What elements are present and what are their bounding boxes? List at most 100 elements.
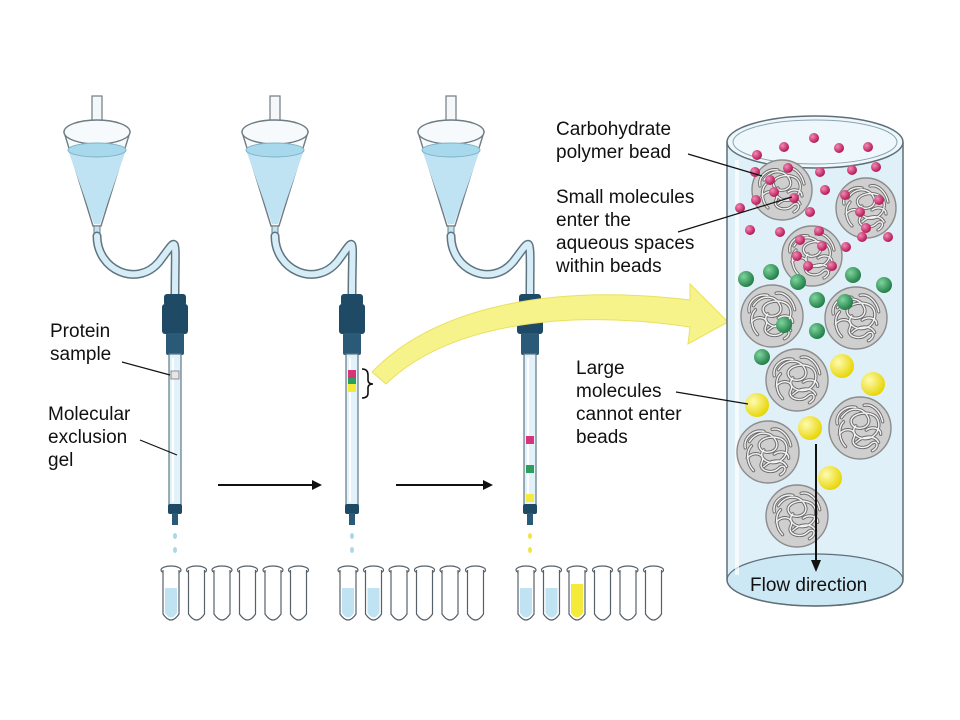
stage-1 [63, 95, 310, 621]
collection-tube [515, 565, 537, 621]
label-line: gel [48, 450, 74, 471]
collection-tube [617, 565, 639, 621]
collection-tube [236, 565, 259, 621]
tubing [94, 233, 179, 299]
collection-tube [566, 565, 588, 621]
funnel-liquid [246, 150, 304, 224]
collection-tube [642, 565, 665, 621]
tube-body [466, 570, 485, 621]
small-molecule [809, 133, 819, 143]
label-line: Protein [50, 321, 111, 342]
collection-tube [439, 565, 461, 621]
label-line: polymer bead [556, 142, 672, 163]
leader-small-molecules [677, 196, 793, 233]
collection-tube [185, 565, 208, 621]
small-molecule [765, 175, 775, 185]
small-molecule [883, 232, 893, 242]
column-collar [166, 333, 184, 355]
small-molecule [841, 242, 851, 252]
tube-body [289, 570, 308, 621]
collection-tube [362, 565, 385, 621]
medium-molecule [845, 267, 861, 283]
small-molecule [752, 150, 762, 160]
medium-molecule [837, 294, 853, 310]
tube-liquid [520, 588, 532, 618]
column-bottom-fitting [345, 504, 359, 514]
small-molecule [735, 203, 745, 213]
collection-tube [287, 565, 310, 621]
stage-2 [241, 95, 487, 621]
small-molecule [795, 235, 805, 245]
large-molecule [818, 466, 842, 490]
small-molecule [857, 232, 867, 242]
small-molecule [855, 207, 865, 217]
small-molecule [792, 251, 802, 261]
label-line: Small molecules [556, 187, 695, 208]
column-collar [521, 333, 539, 355]
tube-body [441, 570, 459, 621]
drop [528, 547, 532, 553]
funnel-rim [241, 119, 309, 145]
sample-bracket [361, 368, 374, 399]
small-molecule [745, 225, 755, 235]
large-molecule [830, 354, 854, 378]
tube-body [593, 570, 612, 621]
tube-liquid [342, 588, 354, 618]
funnel-liquid-surface [245, 142, 305, 158]
column-collar [343, 333, 361, 355]
polymer-bead [740, 284, 804, 348]
label-flow-direction: Flow direction [750, 574, 867, 597]
tube-liquid [545, 588, 558, 618]
collection-tube [591, 565, 614, 621]
column-tip [172, 513, 178, 525]
funnel-stopper [445, 95, 457, 123]
collection-tube [337, 565, 359, 621]
column-bottom-fitting [523, 504, 537, 514]
progress-arrow-1 [218, 480, 322, 490]
label-line: within beads [556, 256, 662, 277]
drop [350, 533, 354, 539]
collection-tube [540, 565, 563, 621]
small-molecule [815, 167, 825, 177]
small-molecule [820, 185, 830, 195]
polymer-bead [765, 484, 829, 548]
tubing [448, 233, 534, 299]
column-cap [341, 294, 363, 306]
large-molecule [745, 393, 769, 417]
tube-liquid [165, 588, 177, 618]
column-connector [162, 304, 188, 334]
label-line: exclusion [48, 427, 128, 448]
flow-direction-arrow [811, 444, 821, 572]
tube-liquid [367, 588, 380, 618]
small-molecule [817, 241, 827, 251]
medium-molecule [754, 349, 770, 365]
small-molecule [861, 223, 871, 233]
funnel-liquid [422, 150, 480, 224]
label-line: Carbohydrate [556, 119, 672, 140]
small-molecule [775, 227, 785, 237]
band-medium [348, 378, 356, 384]
column-connector [339, 304, 365, 334]
tube-body [390, 570, 408, 621]
small-molecule [847, 165, 857, 175]
medium-molecule [763, 264, 779, 280]
label-line: Large [576, 358, 625, 379]
drop [528, 533, 532, 539]
funnel-liquid [68, 150, 126, 224]
medium-molecule [876, 277, 892, 293]
small-molecule [805, 207, 815, 217]
tube-body [213, 570, 231, 621]
sample-band [170, 370, 180, 380]
small-molecule [827, 261, 837, 271]
funnel-liquid-surface [67, 142, 127, 158]
label-line: Molecular [48, 404, 131, 425]
small-molecule [834, 143, 844, 153]
medium-molecule [790, 274, 806, 290]
small-molecule [751, 195, 761, 205]
funnel-rim [63, 119, 131, 145]
collection-tube [388, 565, 410, 621]
small-molecule [814, 226, 824, 236]
collection-tube [262, 565, 284, 621]
polymer-bead [828, 396, 892, 460]
funnel-stopper [269, 95, 281, 123]
